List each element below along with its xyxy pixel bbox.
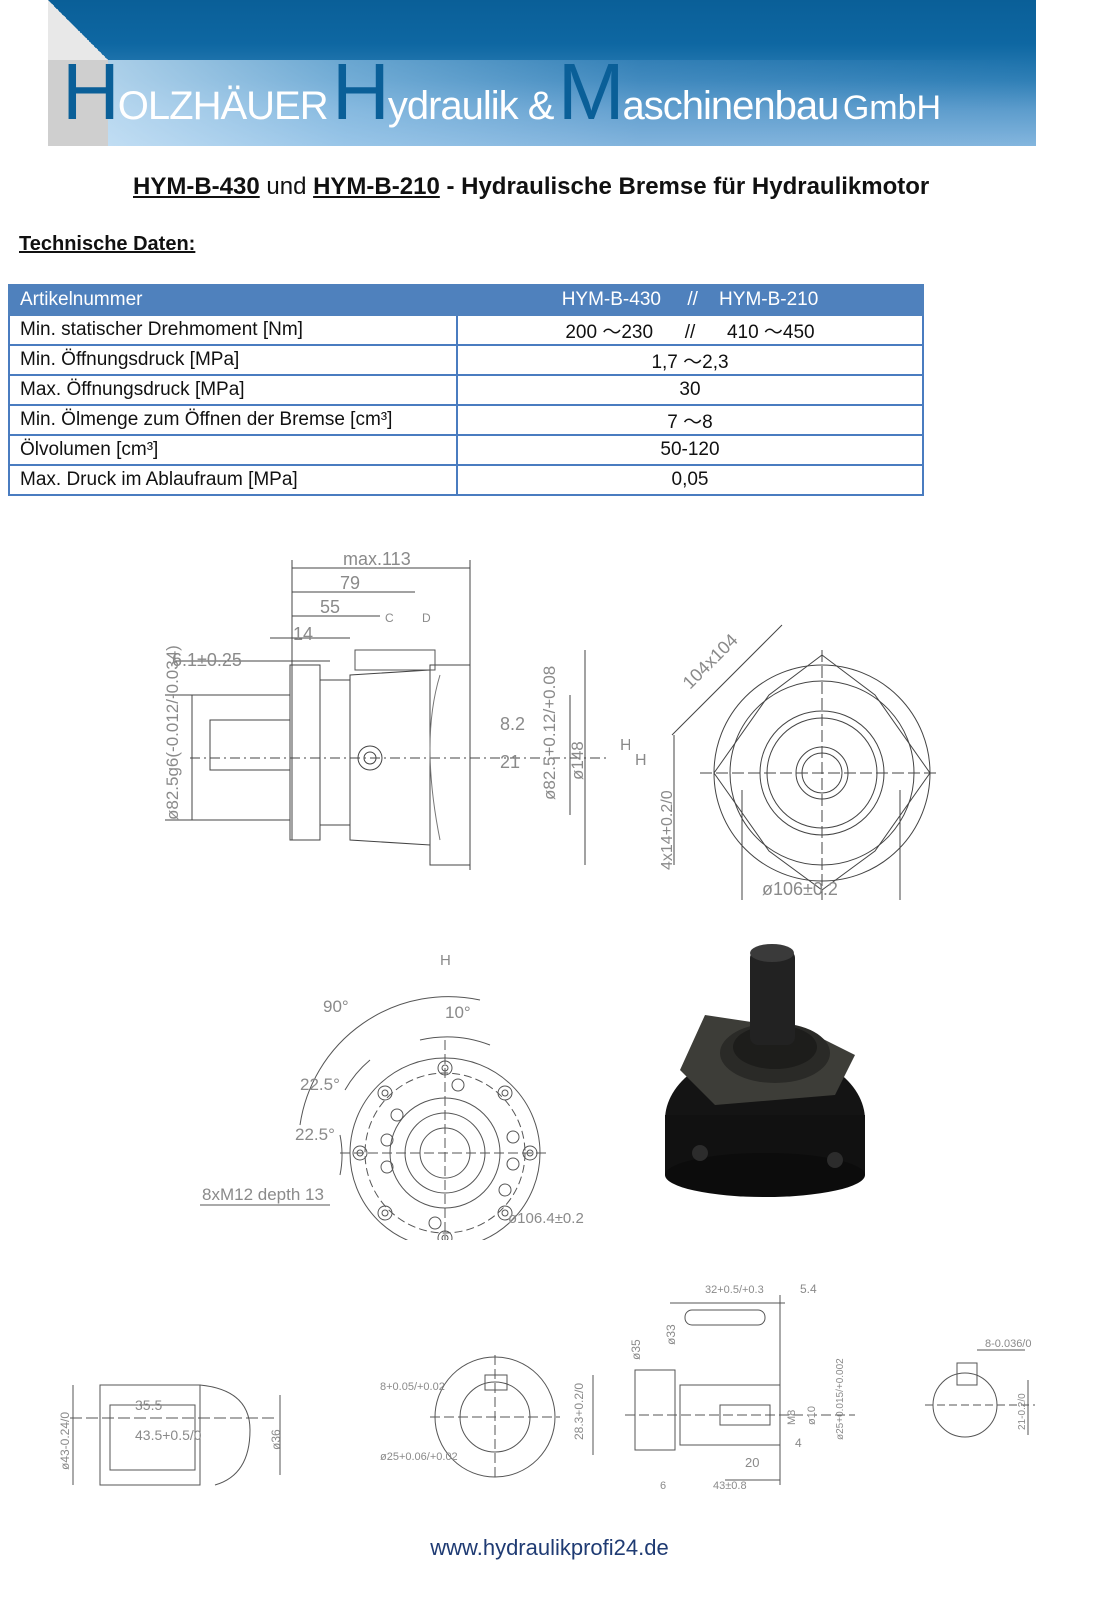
dim-43-shaft: 43±0.8 (713, 1480, 747, 1492)
dim-106-4: ø106.4±0.2 (508, 1210, 584, 1227)
label-h: H (620, 737, 630, 754)
page-title: HYM-B-430 und HYM-B-210 - Hydraulische B… (133, 173, 930, 200)
dim-8-036: 8-0.036/0 (985, 1338, 1031, 1350)
dim-90-deg: 90° (323, 997, 349, 1016)
dim-43: ø43-0.24/0 (58, 1412, 72, 1470)
detail-key-drawing: 8-0.036/0 21-0.2/0 (925, 1338, 1035, 1438)
spec-table: Artikelnummer HYM-B-430 // HYM-B-210 Min… (8, 284, 924, 496)
table-row: Max. Druck im Ablaufraum [MPa] 0,05 (8, 464, 924, 496)
company-banner: HOLZHÄUER Hydraulik & Maschinenbau GmbH (48, 0, 1036, 146)
dim-8xm12: 8xM12 depth 13 (202, 1185, 324, 1204)
dim-22-5-deg-b: 22.5° (295, 1125, 335, 1144)
dim-14: 14 (293, 624, 313, 644)
model-a: HYM-B-430 (133, 173, 260, 200)
bolt-pattern-drawing: H 90° 10° 22.5° 22.5° 8xM12 depth 13 ø10… (200, 952, 584, 1240)
label-h: H (635, 752, 647, 769)
header-values: HYM-B-430 // HYM-B-210 (456, 284, 924, 316)
house-wall-logo (48, 60, 108, 146)
dim-10-deg: 10° (445, 1003, 471, 1022)
dim-5-4: 5.4 (800, 1282, 817, 1296)
banner-gradient (48, 60, 1036, 146)
dim-max-113: max.113 (343, 549, 411, 569)
dim-6: 6 (660, 1480, 666, 1492)
section-title: Technische Daten: (19, 233, 196, 255)
company-name: HOLZHÄUER Hydraulik & Maschinenbau GmbH (62, 47, 942, 136)
table-row: Ölvolumen [cm³] 50-120 (8, 434, 924, 466)
dim-32: 32+0.5/+0.3 (705, 1284, 764, 1296)
dim-21-key: 21-0.2/0 (1017, 1393, 1028, 1430)
dim-33: ø33 (664, 1324, 678, 1345)
detail-shaft-drawing: 32+0.5/+0.3 5.4 ø35 ø33 M8 ø10 ø25+0.015… (625, 1282, 855, 1492)
table-row: Max. Öffnungsdruck [MPa] 30 (8, 374, 924, 406)
label-c: C (385, 611, 394, 625)
dim-m8: M8 (786, 1410, 798, 1425)
dim-43-5: 43.5+0.5/0 (135, 1427, 202, 1443)
dim-35-5: 35.5 (135, 1397, 162, 1413)
product-photo (665, 944, 865, 1197)
dim-21: 21 (500, 752, 520, 772)
dim-148: ø148 (568, 741, 587, 780)
dim-106: ø106±0.2 (762, 879, 838, 899)
detail-hub-drawing: ø43-0.24/0 35.5 43.5+0.5/0 ø36 (58, 1384, 283, 1486)
dim-10: ø10 (806, 1406, 818, 1425)
dim-22-5-deg-a: 22.5° (300, 1075, 340, 1094)
dim-8-2: 8.2 (500, 714, 525, 734)
detail-bore-drawing: 8+0.05/+0.02 28.3+0.2/0 ø25+0.06/+0.02 (380, 1355, 594, 1480)
table-row: Min. Öffnungsdruck [MPa] 1,7 ～2,3 (8, 344, 924, 376)
dim-82-5g6: ø82.5g6(-0.012/-0.034) (163, 645, 182, 820)
dim-6-1: 6.1±0.25 (172, 650, 242, 670)
dim-28-3: 28.3+0.2/0 (572, 1383, 586, 1440)
dim-79: 79 (340, 573, 360, 593)
dim-20: 20 (745, 1455, 759, 1470)
table-row: Min. Ölmenge zum Öffnen der Bremse [cm³]… (8, 404, 924, 436)
dim-4x14: 4x14+0.2/0 (659, 790, 676, 870)
header-label: Artikelnummer (8, 284, 458, 316)
dim-104x104: 104x104 (679, 630, 742, 693)
dim-4: 4 (795, 1436, 802, 1450)
label-d: D (422, 611, 431, 625)
front-view-drawing: 104x104 H 4x14+0.2/0 ø106±0.2 (635, 624, 940, 900)
dim-25-bore: ø25+0.06/+0.02 (380, 1451, 458, 1463)
house-roof-logo (48, 0, 108, 60)
table-row: Min. statischer Drehmoment [Nm] 200 ～230… (8, 314, 924, 346)
dim-55: 55 (320, 597, 340, 617)
dim-8-key: 8+0.05/+0.02 (380, 1381, 445, 1393)
model-b: HYM-B-210 (313, 173, 440, 200)
table-header-row: Artikelnummer HYM-B-430 // HYM-B-210 (8, 284, 924, 316)
dim-25-shaft: ø25+0.015/+0.002 (835, 1358, 846, 1440)
footer-url[interactable]: www.hydraulikprofi24.de (430, 1535, 669, 1560)
dim-36: ø36 (269, 1429, 283, 1450)
dim-35: ø35 (629, 1339, 643, 1360)
side-view-drawing: max.113 79 55 14 6.1±0.25 C D ø82.5g6(-0… (163, 549, 630, 870)
dim-82-5: ø82.5+0.12/+0.08 (540, 666, 559, 800)
label-h: H (440, 952, 451, 969)
